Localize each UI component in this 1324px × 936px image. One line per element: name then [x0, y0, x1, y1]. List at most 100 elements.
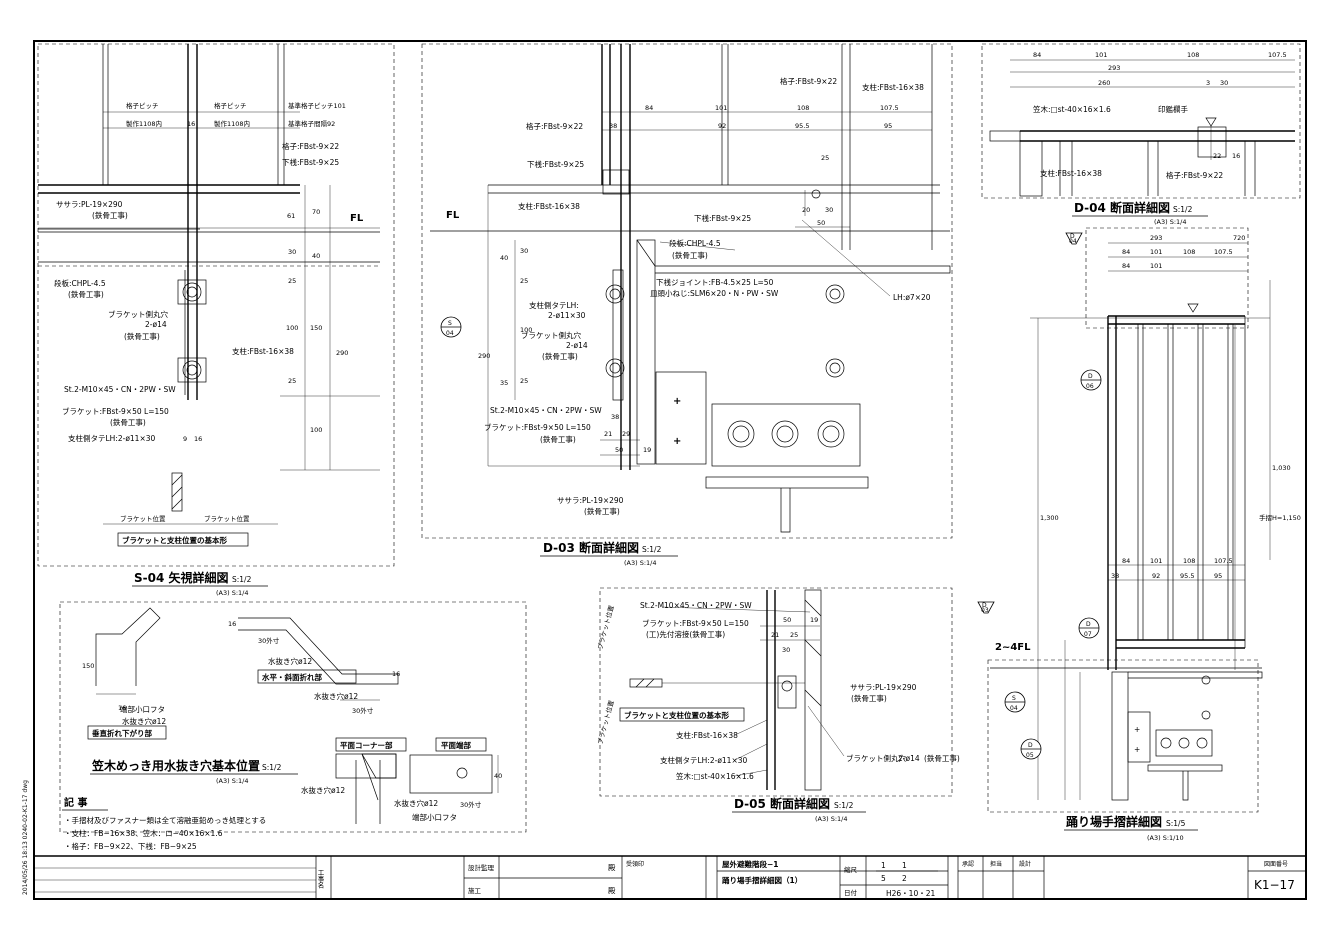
d05-dim-21: 21	[771, 631, 779, 639]
d04-dim-3: 3	[1206, 79, 1210, 87]
tb-tono-1: 殿	[608, 863, 616, 872]
d05-dim-19: 19	[810, 616, 818, 624]
svg-text:D: D	[1070, 233, 1075, 240]
svg-text:S: S	[448, 320, 452, 327]
d04-dim-107: 107.5	[1268, 51, 1287, 59]
d05-label-sasara: ササラ:PL-19×290	[850, 683, 917, 692]
svg-text:D: D	[1028, 742, 1033, 749]
d05-dim-30: 30	[782, 646, 790, 654]
drain-dim-30c: 30外寸	[460, 800, 482, 809]
d03-label-screw: 皿頭小ねじ:SLM6×20・N・PW・SW	[650, 289, 779, 298]
d03-dim-30top: 30	[825, 206, 833, 214]
s04-label-shitasan: 下桟:FBst-9×25	[282, 157, 339, 167]
s04-dim-25b: 25	[288, 377, 296, 385]
s04-label-koshi: 格子:FBst-9×22	[282, 141, 339, 151]
s04-label-bracket: ブラケット:FBst-9×50 L=150	[62, 406, 169, 416]
s04-label-inner2: 製作1108内	[214, 119, 250, 128]
svg-text:S: S	[1012, 695, 1016, 702]
svg-text:04: 04	[1010, 705, 1018, 712]
section-marker-d05: D05	[1020, 738, 1042, 760]
s04-dim-16b: 16	[194, 435, 202, 443]
tb-check-3: 設計	[1019, 860, 1031, 868]
drain-label-hole3: 水抜き穴ø12	[314, 691, 358, 701]
d05-scale: S:1/2	[834, 801, 854, 810]
d03-label-koshi2: 格子:FBst-9×22	[526, 121, 583, 131]
d03-dim-50top: 50	[817, 219, 825, 227]
landing-dim-84: 84	[1122, 248, 1130, 256]
s04-label-sasara-note: (鉄骨工事)	[92, 210, 128, 220]
svg-text:03: 03	[981, 607, 989, 614]
d04-title: D-04 断面詳細図	[1074, 200, 1170, 215]
d03-label-tate-hole: 2-ø11×30	[548, 311, 586, 320]
section-marker-d07: D07	[1078, 617, 1100, 639]
tb-check-2: 担当	[990, 860, 1002, 868]
svg-text:+: +	[673, 436, 681, 447]
landing-dim-b92: 92	[1152, 572, 1160, 580]
d03-label-shichu-tate: 支柱側タテLH:	[529, 300, 579, 310]
d04-label-kasagi: 笠木:□st-40×16×1.6	[1033, 104, 1111, 114]
tb-stamp: 受領印	[626, 860, 644, 868]
drain-dim-30: 30外寸	[258, 636, 280, 645]
d05-label-hole-note: (鉄骨工事)	[924, 753, 960, 763]
landing-scale: S:1/5	[1166, 819, 1186, 828]
drain-dim-16: 16	[118, 704, 126, 712]
landing-a3scale: (A3) S:1/10	[1147, 834, 1184, 842]
d03-dim-38: 38	[609, 122, 617, 130]
d03-dim-101: 101	[715, 104, 727, 112]
view-s04	[37, 43, 395, 567]
d05-title: D-05 断面詳細図	[734, 796, 830, 811]
drain-horizontal-box	[257, 669, 357, 684]
tb-sheet-label: 図面番号	[1264, 861, 1288, 868]
s04-dim-9: 9	[183, 435, 187, 443]
d03-dim-95.5: 95.5	[795, 122, 809, 130]
tb-sheet-name: 踊り場手摺詳細図（1）	[722, 875, 802, 885]
svg-text:D: D	[982, 602, 987, 609]
d05-label-bolt: St.2-M10×45・CN・2PW・SW	[640, 601, 752, 610]
drain-dim-30b: 30外寸	[352, 706, 374, 715]
d03-dim-290: 290	[478, 352, 490, 360]
note-line-2: ・支柱：FB−16×38、笠木：ロ−40×16×1.6	[64, 828, 223, 838]
drain-dim-40: 40	[494, 772, 502, 780]
tb-seko: 施工	[468, 886, 482, 895]
s04-label-hole14: 2-ø14	[145, 320, 167, 329]
tb-sekkei: 設計監理	[468, 863, 495, 872]
s04-label-pitch: 格子ピッチ	[126, 101, 159, 110]
d04-dim-260: 260	[1098, 79, 1110, 87]
d03-dim-29: 29	[622, 430, 630, 438]
s04-dim-100: 100	[286, 324, 298, 332]
d03-dim-30: 30	[520, 247, 528, 255]
d05-bracket-pos-1: ブラケット位置	[595, 604, 616, 651]
s04-bracket-pos-2: ブラケット位置	[204, 514, 250, 523]
drain-label-hole5: 水抜き穴ø12	[394, 798, 438, 808]
d03-label-hole14: 2-ø14	[566, 341, 588, 350]
d05-label-sasara-note: (鉄骨工事)	[851, 693, 887, 703]
landing-dim-84b: 84	[1122, 262, 1130, 270]
section-marker-d06: D06	[1080, 369, 1102, 391]
drain-end: 平面端部	[441, 740, 471, 750]
s04-bracket-pos-1: ブラケット位置	[120, 514, 166, 523]
drain-label-endcap: 端部小口フタ	[120, 704, 165, 714]
drain-dim-150: 150	[82, 662, 94, 670]
d05-label-kasagi: 笠木:□st-40×16×1.6	[676, 771, 754, 781]
svg-text:06: 06	[1086, 383, 1094, 390]
landing-dim-b84: 84	[1122, 557, 1130, 565]
drain-vertical-box	[87, 725, 167, 740]
svg-text:07: 07	[1084, 631, 1092, 638]
d04-a3scale: (A3) S:1/4	[1154, 218, 1187, 226]
landing-fl: 2~4FL	[995, 642, 1031, 653]
d05-dim-25: 25	[790, 631, 798, 639]
drain-label-hole1: 水抜き穴ø12	[268, 656, 312, 666]
drain-scale: S:1/2	[262, 763, 282, 772]
d03-dim-100: 100	[520, 326, 532, 334]
d03-label-joint: 下桟ジョイント:FB-4.5×25 L=50	[656, 277, 774, 287]
sheet-frame	[33, 40, 1307, 900]
s04-label-std-pitch: 基準格子ピッチ101	[288, 101, 346, 110]
d03-label-shitasan: 下桟:FBst-9×25	[527, 159, 584, 169]
d04-label-shichu: 支柱:FBst-16×38	[1040, 168, 1102, 178]
d03-dim-20: 20	[802, 206, 810, 214]
d03-label-bracket-note: (鉄骨工事)	[540, 434, 576, 444]
s04-dim-61: 61	[287, 212, 295, 220]
section-marker-s04-a: S04	[440, 316, 462, 338]
s04-label-inner1: 製作1108内	[126, 119, 162, 128]
d05-bracket-pos-2: ブラケット位置	[595, 699, 616, 746]
